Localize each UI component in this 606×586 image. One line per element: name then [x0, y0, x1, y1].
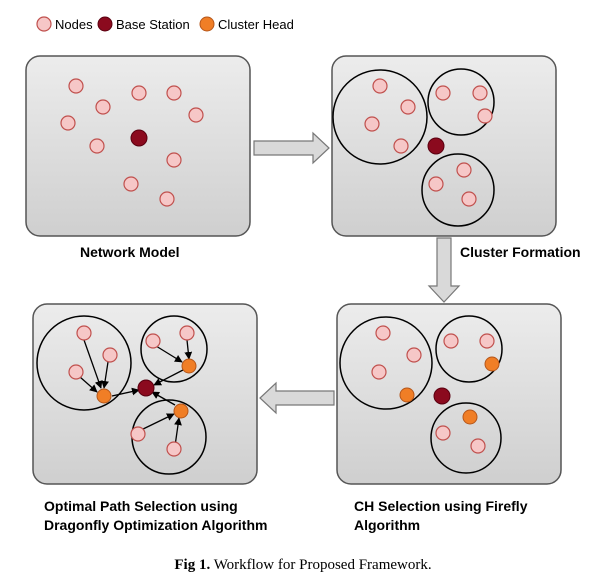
- node: [68, 78, 84, 94]
- legend: Nodes Base Station Cluster Head: [36, 16, 294, 32]
- node: [435, 85, 451, 101]
- node: [179, 325, 195, 341]
- node: [364, 116, 380, 132]
- caption-text: Workflow for Proposed Framework.: [210, 557, 432, 573]
- node: [428, 176, 444, 192]
- label-ch-selection-line1: CH Selection using Firefly: [354, 498, 528, 514]
- node: [68, 364, 84, 380]
- panel-optimal-path: [32, 303, 258, 485]
- cluster-ring: [339, 316, 433, 410]
- path-arrow: [153, 369, 184, 386]
- node-group: [60, 78, 204, 207]
- cluster-head: [181, 358, 197, 374]
- arrow-right: [253, 131, 330, 165]
- cluster-head: [462, 409, 478, 425]
- cluster-head: [399, 387, 415, 403]
- node: [76, 325, 92, 341]
- label-cluster-formation: Cluster Formation: [460, 244, 581, 260]
- node: [371, 364, 387, 380]
- node: [166, 441, 182, 457]
- node: [393, 138, 409, 154]
- panel-network-model: [25, 55, 251, 237]
- legend-cluster-head-icon: [199, 16, 215, 32]
- node: [102, 347, 118, 363]
- legend-nodes-label: Nodes: [55, 17, 93, 32]
- path-arrow: [155, 345, 183, 363]
- node: [406, 347, 422, 363]
- path-arrows: [79, 339, 193, 447]
- path-arrow: [151, 391, 176, 406]
- node: [461, 191, 477, 207]
- path-arrow: [184, 339, 193, 360]
- legend-node-icon: [36, 16, 52, 32]
- cluster-head: [173, 403, 189, 419]
- cluster-ring: [427, 68, 495, 136]
- node: [443, 333, 459, 349]
- cluster-ring: [140, 315, 208, 383]
- node: [479, 333, 495, 349]
- caption-prefix: Fig 1.: [174, 557, 211, 573]
- node: [60, 115, 76, 131]
- label-ch-selection-line2: Algorithm: [354, 517, 420, 533]
- arrow-down-shape: [427, 237, 461, 303]
- node: [477, 108, 493, 124]
- node-group: [364, 78, 493, 207]
- base-station: [433, 387, 451, 405]
- cluster-ring: [421, 153, 495, 227]
- node: [166, 152, 182, 168]
- arrow-down: [427, 237, 461, 303]
- node: [95, 99, 111, 115]
- base-station: [427, 137, 445, 155]
- label-optimal-path-line1: Optimal Path Selection using: [44, 498, 238, 514]
- node: [375, 325, 391, 341]
- legend-base-station-label: Base Station: [116, 17, 190, 32]
- arrow-left: [259, 381, 335, 415]
- panel-ch-selection: [336, 303, 562, 485]
- path-arrow: [111, 387, 140, 397]
- node: [89, 138, 105, 154]
- base-station: [137, 379, 155, 397]
- cluster-ring: [332, 69, 428, 165]
- node: [145, 333, 161, 349]
- node-group: [68, 325, 195, 457]
- legend-cluster-head-label: Cluster Head: [218, 17, 294, 32]
- cluster-ring: [430, 402, 502, 474]
- path-arrow: [83, 339, 103, 389]
- node: [470, 438, 486, 454]
- arrow-right-shape: [253, 131, 330, 165]
- node: [159, 191, 175, 207]
- cluster-ring: [435, 315, 503, 383]
- node: [456, 162, 472, 178]
- node-group: [371, 325, 495, 454]
- cluster-head: [484, 356, 500, 372]
- base-station: [130, 129, 148, 147]
- node: [400, 99, 416, 115]
- node: [372, 78, 388, 94]
- figure-caption: Fig 1. Workflow for Proposed Framework.: [0, 557, 606, 574]
- node: [123, 176, 139, 192]
- node: [166, 85, 182, 101]
- panel-cluster-formation: [331, 55, 557, 237]
- cluster-ring: [36, 315, 132, 411]
- legend-base-station-icon: [97, 16, 113, 32]
- path-arrow: [138, 413, 175, 432]
- label-optimal-path-line2: Dragonfly Optimization Algorithm: [44, 517, 267, 533]
- node: [130, 426, 146, 442]
- node: [435, 425, 451, 441]
- arrow-left-shape: [259, 381, 335, 415]
- label-network-model: Network Model: [80, 244, 180, 260]
- node: [472, 85, 488, 101]
- path-arrow: [174, 417, 182, 447]
- node: [188, 107, 204, 123]
- cluster-head: [96, 388, 112, 404]
- node: [131, 85, 147, 101]
- path-arrow: [79, 376, 98, 393]
- path-arrow: [101, 361, 109, 389]
